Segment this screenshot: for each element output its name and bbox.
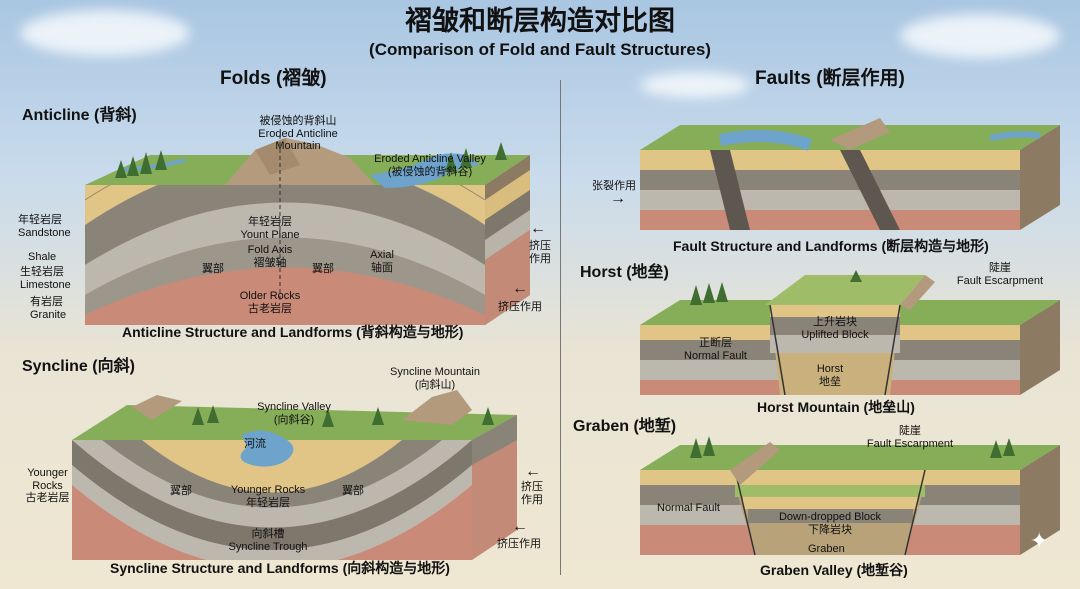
cloud <box>640 72 750 98</box>
arrow-icon: ← <box>512 280 528 298</box>
fault-diagram <box>640 110 1060 235</box>
syncline-caption: Syncline Structure and Landforms (向斜构造与地… <box>110 560 450 576</box>
arrow-icon: ← <box>525 463 541 481</box>
anticline-heading: Anticline (背斜) <box>22 107 137 125</box>
syncline-heading: Syncline (向斜) <box>22 358 135 376</box>
graben-label: Graben <box>808 543 845 556</box>
anticline-caption: Anticline Structure and Landforms (背斜构造与… <box>122 324 463 340</box>
limb-left-label: 翼部 <box>202 263 224 276</box>
syncline-mountain-label: Syncline Mountain(向斜山) <box>385 366 485 391</box>
syncline-limb-left: 翼部 <box>170 485 192 498</box>
main-title: 褶皱和断层构造对比图 <box>0 6 1080 37</box>
compression-label-2: 挤压作用 <box>498 301 542 314</box>
faults-heading: Faults (断层作用) <box>755 68 905 90</box>
graben-normal-fault-label: Normal Fault <box>657 502 720 515</box>
shale-label: Shale <box>28 251 56 264</box>
syncline-compression-label: 挤压作用 <box>512 481 552 506</box>
river-label: 河流 <box>244 438 266 451</box>
sparkle-icon: ✦ <box>1030 528 1048 553</box>
arrow-icon: ← <box>512 518 528 536</box>
syncline-valley-label: Syncline Valley(向斜谷) <box>244 401 344 426</box>
eroded-valley-label: Eroded Anticline Valley(被侵蚀的背斜谷) <box>360 153 500 178</box>
folds-heading: Folds (褶皱) <box>220 68 327 90</box>
graben-caption: Graben Valley (地堑谷) <box>760 562 908 578</box>
arrow-icon: ← <box>530 220 546 238</box>
syncline-limb-right: 翼部 <box>342 485 364 498</box>
main-subtitle: (Comparison of Fold and Fault Structures… <box>0 40 1080 60</box>
arrow-icon: → <box>610 190 626 208</box>
limb-right-label: 翼部 <box>312 263 334 276</box>
syncline-compression-label-2: 挤压作用 <box>497 538 541 551</box>
horst-caption: Horst Mountain (地垒山) <box>757 399 915 415</box>
fault-caption: Fault Structure and Landforms (断层构造与地形) <box>673 238 989 254</box>
compression-label: 挤压作用 <box>520 240 560 265</box>
section-divider <box>560 80 561 575</box>
